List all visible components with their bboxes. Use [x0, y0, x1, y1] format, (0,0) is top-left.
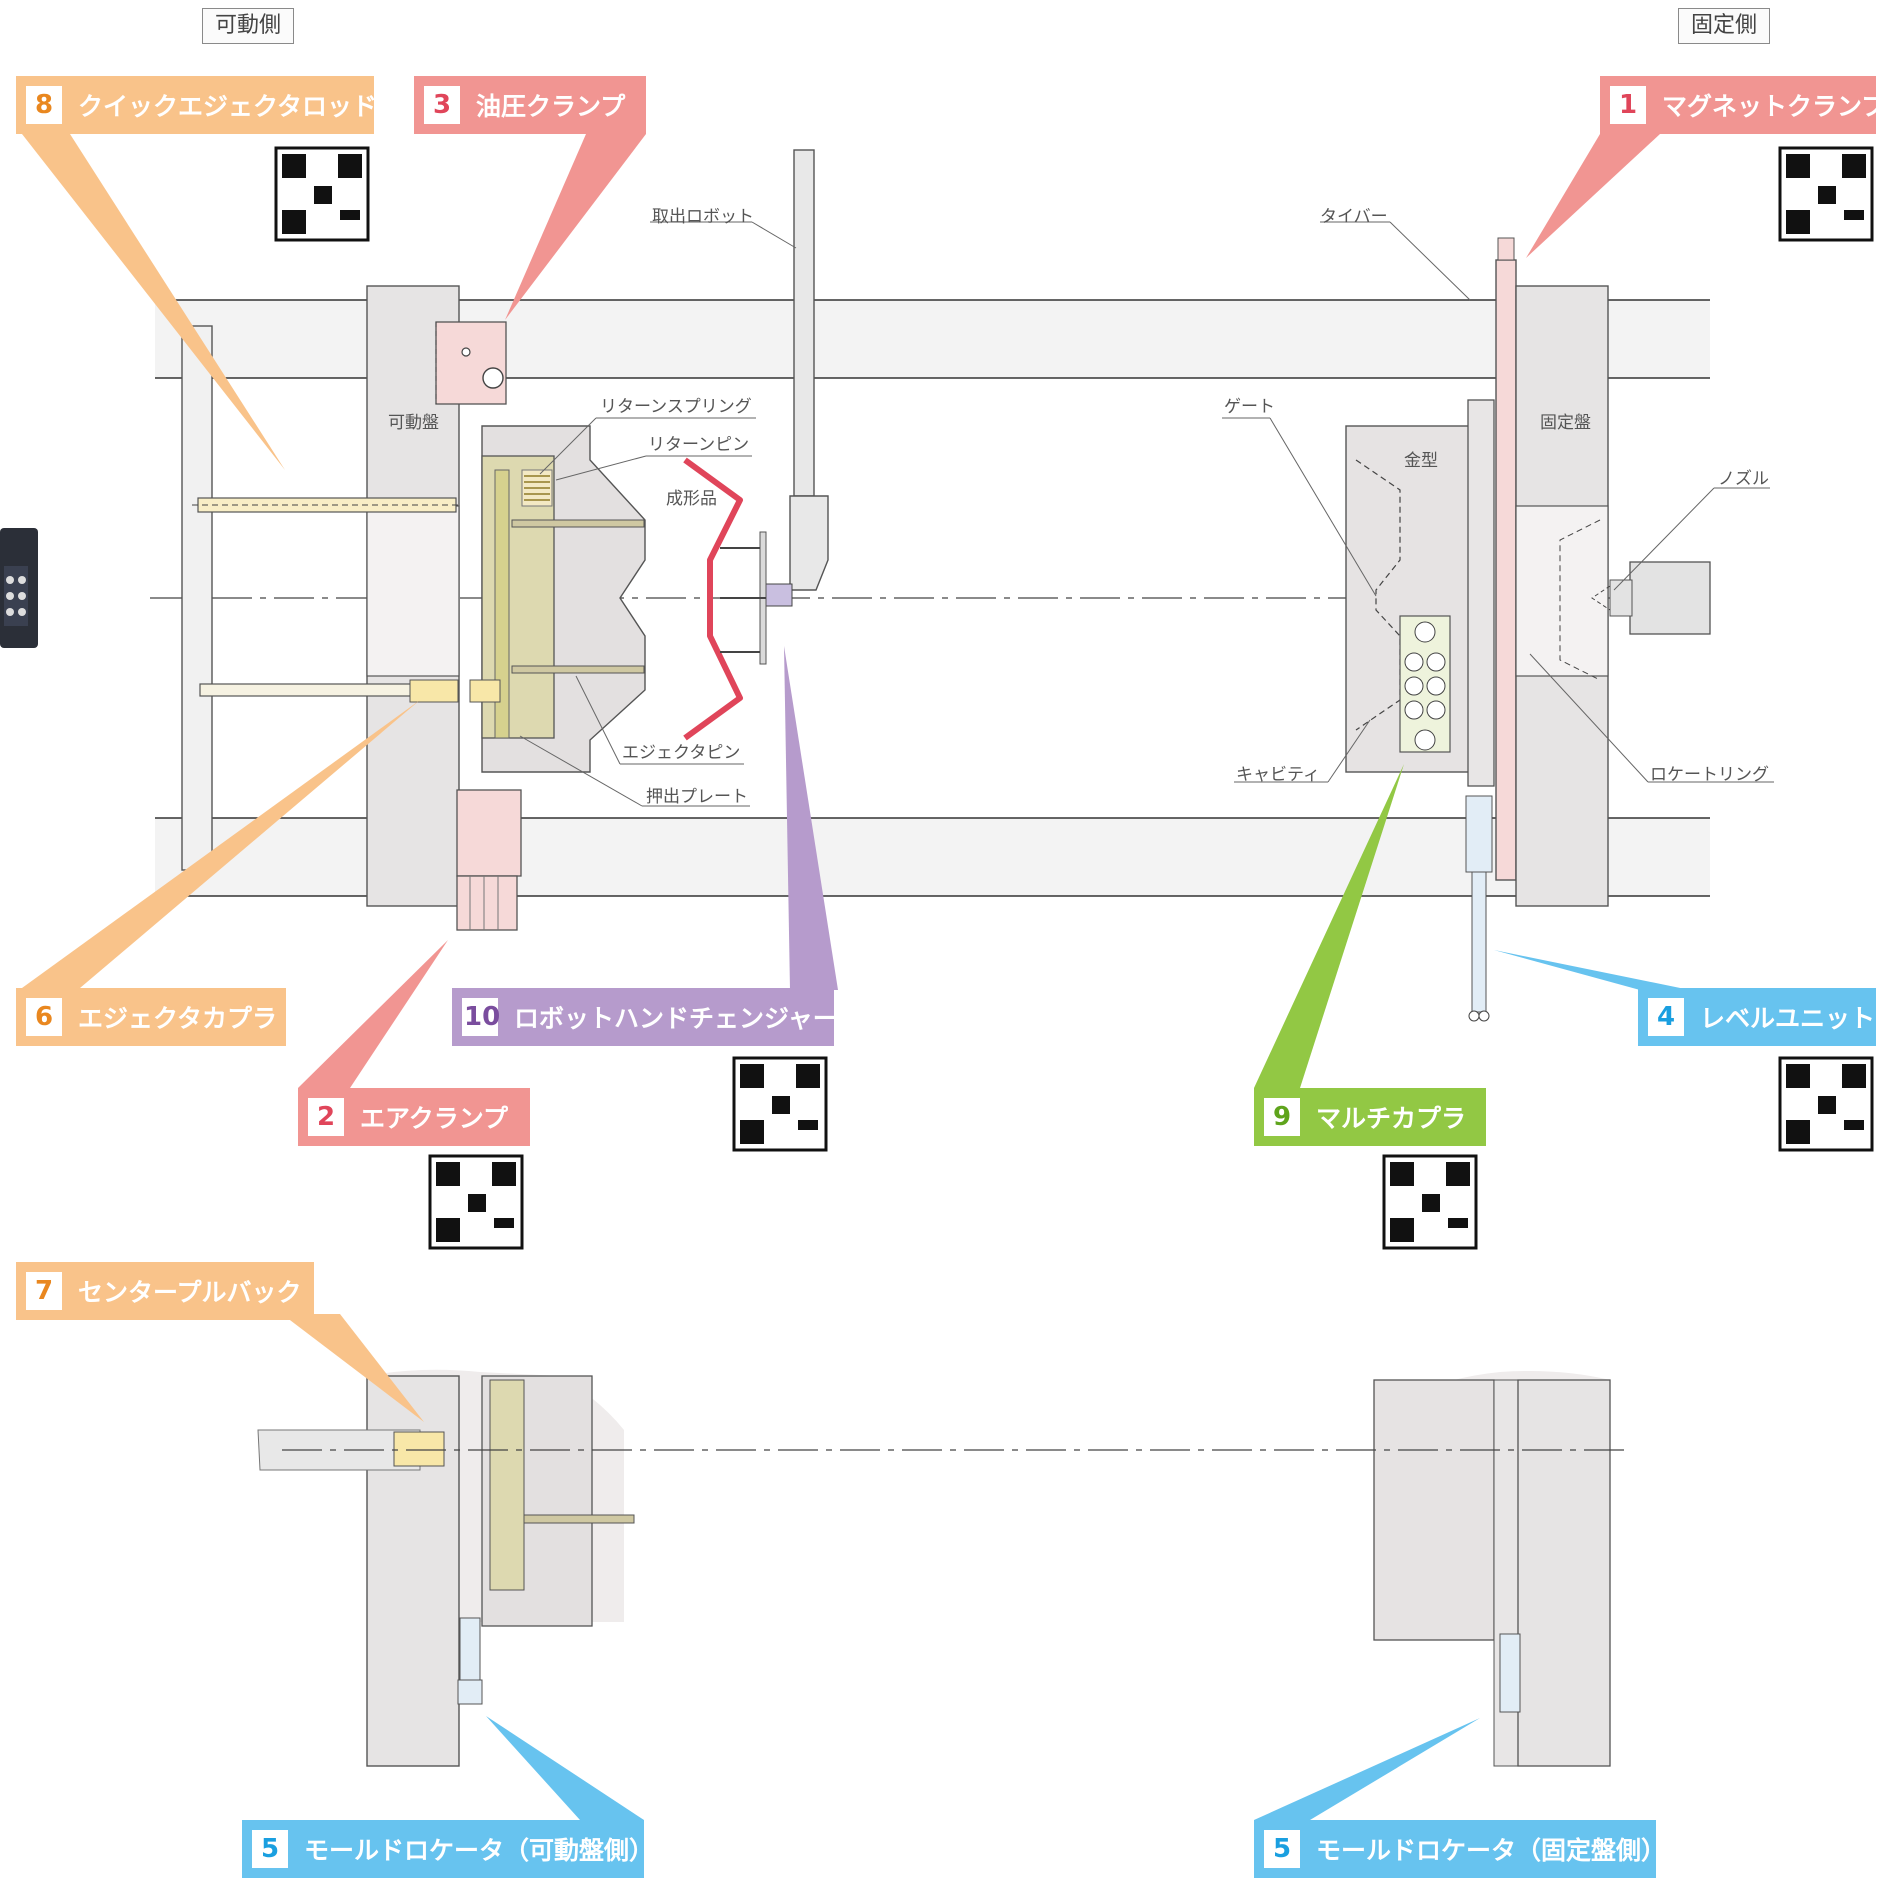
callout-text: クイックエジェクタロッド [78, 92, 378, 121]
robot-hand-changer [720, 149, 829, 665]
side-tag-fixed: 固定側 [1678, 8, 1771, 44]
air-clamp [456, 789, 522, 931]
label-mold: 金型 [1404, 451, 1438, 471]
label-molded-product: 成形品 [666, 489, 717, 509]
callout-text: エジェクタカプラ [78, 1004, 278, 1033]
qr-codes [274, 146, 1874, 1250]
movable-mold [481, 425, 646, 773]
label-ejector-plate: 押出プレート [646, 787, 748, 807]
callout-pointers [22, 134, 1690, 1820]
label-robot: 取出ロボット [652, 207, 754, 227]
callout-text: ロボットハンドチェンジャー [514, 1004, 838, 1033]
callout-number: 6 [26, 998, 62, 1036]
multi-coupler [1399, 615, 1451, 753]
qr-code-4 [1778, 1056, 1874, 1152]
callout-number: 5 [1264, 1830, 1300, 1868]
detail-fixed-side [1373, 1371, 1611, 1767]
label-tiebar: タイバー [1320, 207, 1388, 227]
qr-code-8 [274, 146, 370, 242]
callout-mold-locator-fixed[interactable]: 5 モールドロケータ（固定盤側） [1254, 1820, 1666, 1878]
label-movable-platen: 可動盤 [388, 413, 439, 433]
side-tag-movable: 可動側 [202, 8, 295, 44]
callout-number: 1 [1610, 86, 1646, 124]
label-cavity: キャビティ [1236, 765, 1320, 785]
callout-text: モールドロケータ（可動盤側） [304, 1836, 655, 1865]
callout-number: 4 [1648, 998, 1684, 1036]
label-fixed-platen: 固定盤 [1540, 413, 1591, 433]
callout-text: レベルユニット [1700, 1004, 1876, 1033]
callout-ejector-coupler[interactable]: 6 エジェクタカプラ [16, 988, 286, 1046]
level-unit [1465, 795, 1493, 1022]
callout-text: マルチカプラ [1316, 1104, 1467, 1133]
callout-text: エアクランプ [360, 1104, 509, 1133]
qr-code-9 [1382, 1154, 1478, 1250]
leader-lines [519, 221, 1774, 807]
controller-device [0, 528, 38, 648]
callout-number: 7 [26, 1272, 62, 1310]
callout-quick-ejector-rod[interactable]: 8 クイックエジェクタロッド [16, 76, 378, 134]
label-locate-ring: ロケートリング [1650, 765, 1769, 785]
ejector-coupler [199, 679, 501, 703]
nozzle [1591, 561, 1711, 635]
callout-mold-locator-movable[interactable]: 5 モールドロケータ（可動盤側） [242, 1820, 654, 1878]
callout-multi-coupler[interactable]: 9 マルチカプラ [1254, 1088, 1486, 1146]
quick-ejector-rod [192, 497, 460, 513]
callout-number: 9 [1264, 1098, 1300, 1136]
fixed-platen [1515, 285, 1609, 907]
callout-level-unit[interactable]: 4 レベルユニット [1638, 988, 1876, 1046]
detail-movable-side [257, 1369, 635, 1767]
callout-hydraulic-clamp[interactable]: 3 油圧クランプ [414, 76, 646, 134]
qr-code-2 [428, 1154, 524, 1250]
molded-product [683, 457, 743, 741]
callout-text: センタープルバック [78, 1278, 302, 1307]
qr-code-1 [1778, 146, 1874, 242]
callout-number: 2 [308, 1098, 344, 1136]
hydraulic-clamp [435, 321, 507, 405]
callout-text: 油圧クランプ [476, 92, 626, 121]
ejector-backplate [181, 325, 213, 871]
label-ejector-pin: エジェクタピン [622, 743, 741, 763]
qr-code-10 [732, 1056, 828, 1152]
label-gate: ゲート [1224, 397, 1275, 417]
callout-air-clamp[interactable]: 2 エアクランプ [298, 1088, 530, 1146]
callout-number: 10 [462, 998, 500, 1036]
magnet-clamp [1495, 237, 1517, 881]
callout-magnet-clamp[interactable]: 1 マグネットクランプ [1600, 76, 1886, 134]
callout-number: 5 [252, 1830, 288, 1868]
callout-center-pull-back[interactable]: 7 センタープルバック [16, 1262, 314, 1320]
callout-text: マグネットクランプ [1662, 92, 1887, 121]
callout-number: 8 [26, 86, 62, 124]
label-return-pin: リターンピン [648, 435, 750, 455]
label-nozzle: ノズル [1718, 469, 1769, 489]
callout-number: 3 [424, 86, 460, 124]
callout-robot-hand-changer[interactable]: 10 ロボットハンドチェンジャー [452, 988, 838, 1046]
label-return-spring: リターンスプリング [600, 397, 752, 417]
callout-text: モールドロケータ（固定盤側） [1316, 1836, 1667, 1865]
